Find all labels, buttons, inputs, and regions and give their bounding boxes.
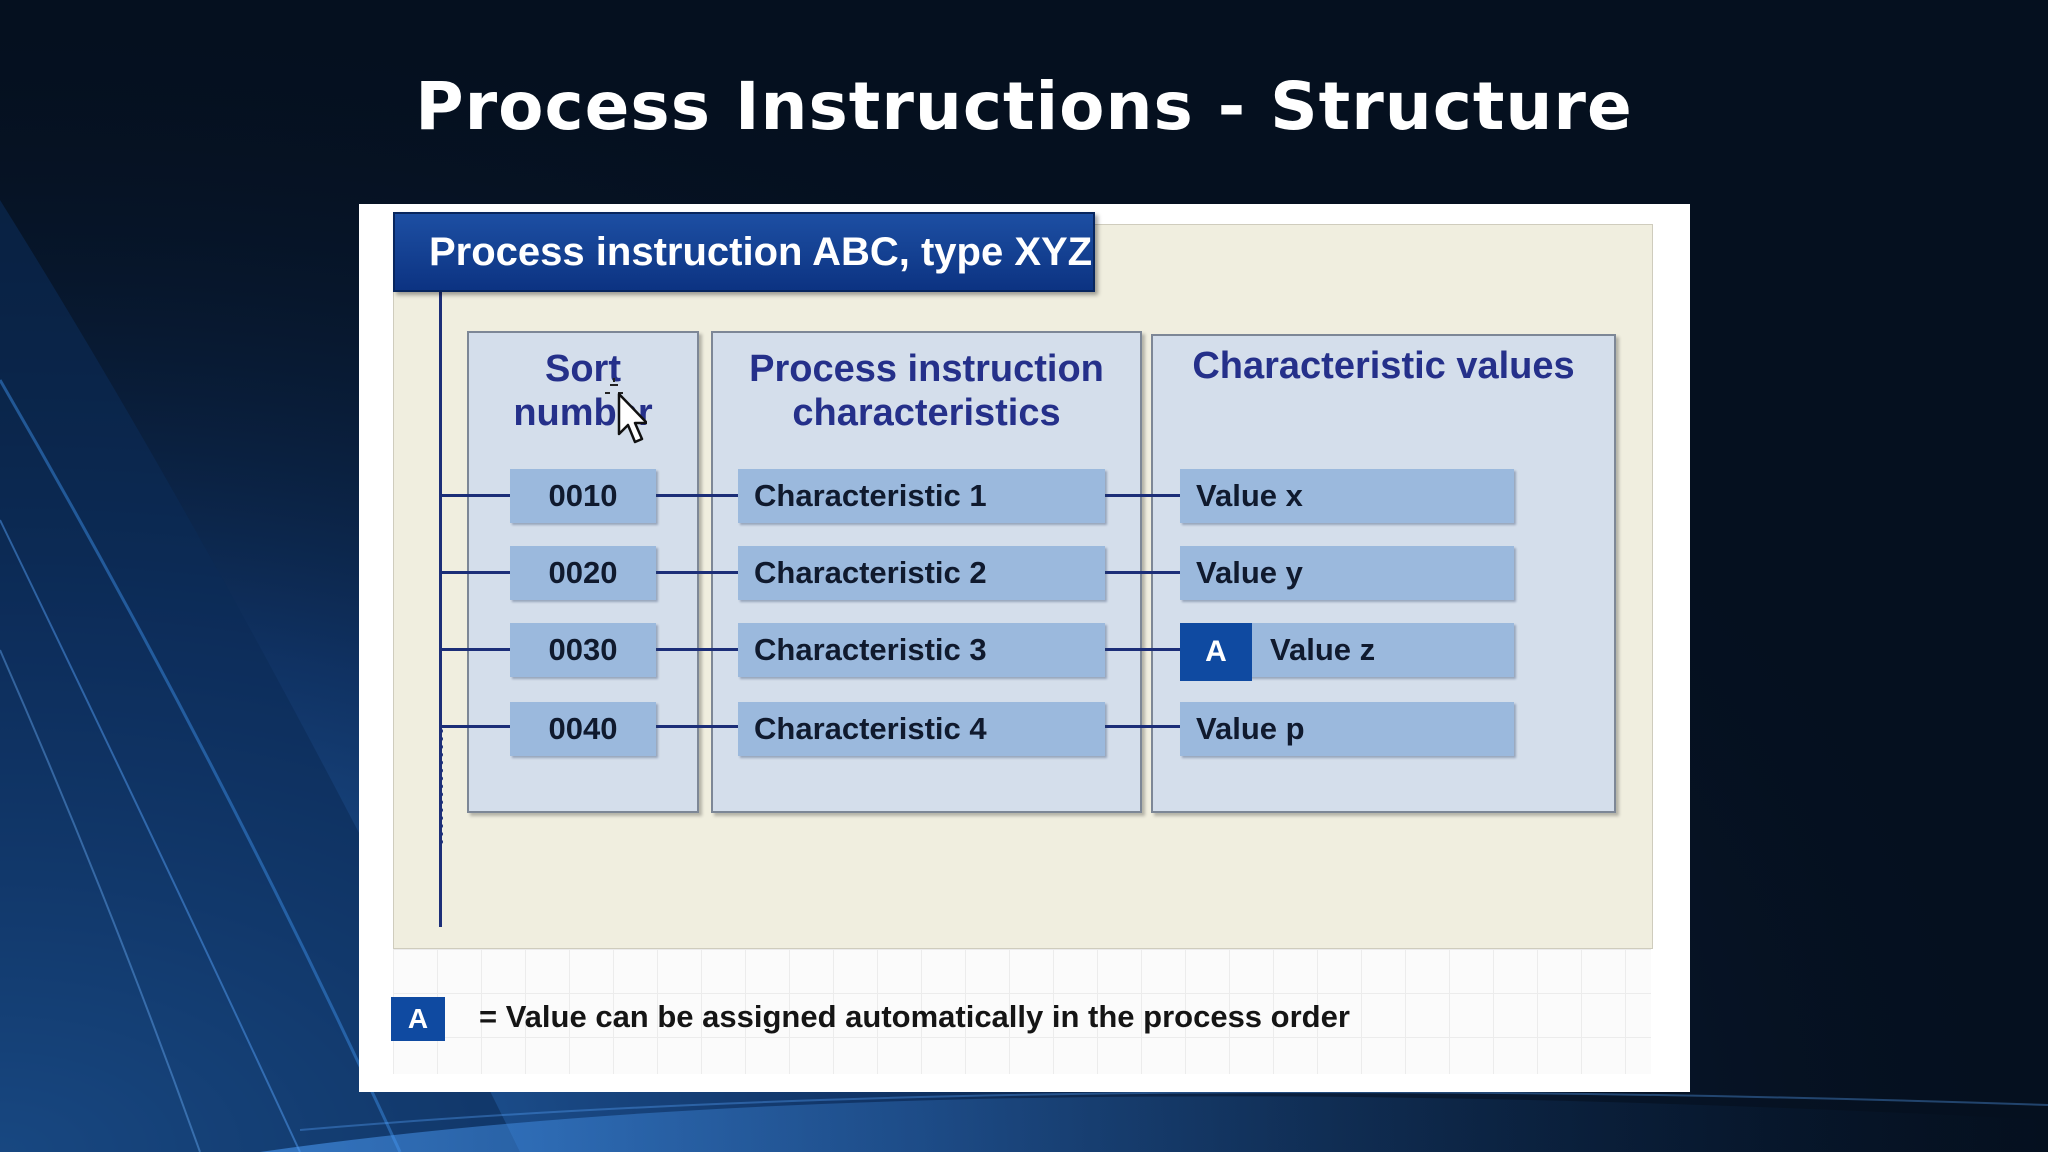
value-cell: Value y: [1180, 546, 1514, 600]
sort-number-cell: 0020: [510, 546, 656, 600]
diagram-figure: Process instruction ABC, type XYZ Sort n…: [359, 204, 1690, 1092]
value-cell: Value x: [1180, 469, 1514, 523]
characteristic-cell: Characteristic 2: [738, 546, 1105, 600]
characteristics-heading: Process instruction characteristics: [749, 348, 1104, 434]
sort-number-cell: 0030: [510, 623, 656, 677]
legend-text: = Value can be assigned automatically in…: [479, 999, 1350, 1034]
values-heading: Characteristic values: [1192, 345, 1575, 387]
sort-number-cell: 0010: [510, 469, 656, 523]
characteristic-cell: Characteristic 3: [738, 623, 1105, 677]
characteristic-cell: Characteristic 4: [738, 702, 1105, 756]
legend-badge: A: [391, 997, 445, 1041]
legend-area: [393, 949, 1651, 1074]
characteristic-cell: Characteristic 1: [738, 469, 1105, 523]
sort-number-cell: 0040: [510, 702, 656, 756]
mouse-cursor-icon: [605, 378, 647, 444]
connector-trunk: [439, 292, 442, 927]
process-instruction-header: Process instruction ABC, type XYZ: [393, 212, 1095, 292]
value-cell: Value p: [1180, 702, 1514, 756]
slide-title: Process Instructions - Structure: [415, 68, 1633, 145]
auto-assign-badge: A: [1180, 623, 1252, 681]
connector-dotted: [439, 729, 443, 844]
